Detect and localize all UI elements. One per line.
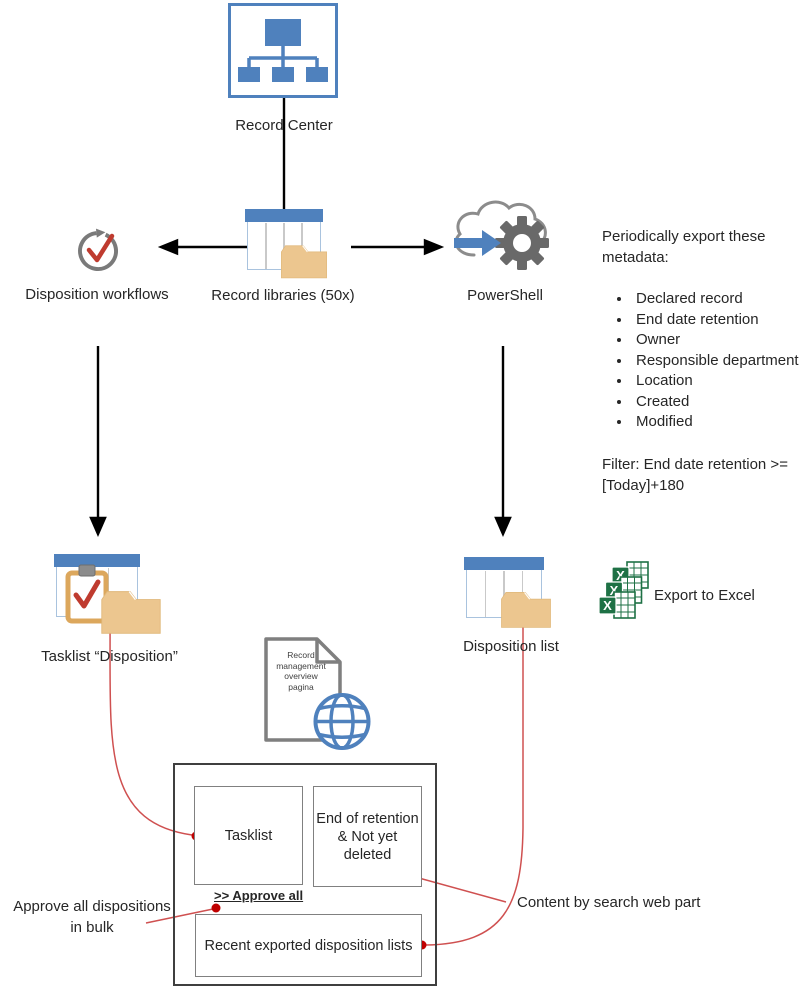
globe-icon xyxy=(313,693,371,750)
metadata-item: Responsible department xyxy=(632,351,810,372)
record-libraries-label: Record libraries (50x) xyxy=(211,287,355,304)
metadata-panel: Periodically export these metadata: Decl… xyxy=(602,226,810,496)
arrowhead-down-left-icon xyxy=(89,516,107,537)
end-of-retention-webpart-box: End of retention & Not yet deleted xyxy=(313,786,422,887)
excel-stack-icon: X X X xyxy=(599,561,649,619)
approve-bulk-annotation: Approve all dispositions in bulk xyxy=(13,898,171,936)
end-of-retention-label: End of retention & Not yet deleted xyxy=(316,810,419,863)
metadata-item: End date retention xyxy=(632,310,810,331)
black-connectors xyxy=(89,98,512,537)
metadata-filter: Filter: End date retention >= [Today]+18… xyxy=(602,455,788,494)
metadata-item: Declared record xyxy=(632,289,810,310)
svg-text:X: X xyxy=(610,583,619,598)
tasklist-webpart-box: Tasklist xyxy=(194,786,303,885)
table-header-bar xyxy=(464,557,544,571)
powershell-label: PowerShell xyxy=(467,287,543,304)
workflow-cycle-icon xyxy=(78,228,119,272)
metadata-item: Modified xyxy=(632,412,810,433)
powershell-cloud-icon xyxy=(454,200,549,270)
table-header-bar xyxy=(245,209,323,223)
disposition-list-label: Disposition list xyxy=(463,638,559,655)
record-center-node xyxy=(228,3,338,98)
folder-icon xyxy=(281,245,327,279)
blue-arrow-icon xyxy=(454,230,501,256)
overview-page-label: Record management overview pagina xyxy=(276,650,326,692)
leader-dispositionlist-to-recent xyxy=(424,608,524,946)
arrowhead-down-right-icon xyxy=(494,516,512,537)
red-check-icon xyxy=(86,233,115,263)
record-center-label: Record Center xyxy=(235,117,333,134)
folder-icon xyxy=(101,591,161,634)
gear-icon xyxy=(495,216,549,270)
tasklist-disposition-label: Tasklist “Disposition” xyxy=(41,648,178,665)
excel-icon: X X X xyxy=(599,561,649,619)
recent-exports-label: Recent exported disposition lists xyxy=(204,937,413,954)
red-check-icon xyxy=(73,579,101,609)
svg-text:X: X xyxy=(616,568,625,583)
recent-exports-webpart-box: Recent exported disposition lists xyxy=(195,914,422,977)
disposition-workflows-label: Disposition workflows xyxy=(25,286,169,303)
svg-text:X: X xyxy=(603,598,612,613)
metadata-title: Periodically export these metadata: xyxy=(602,228,766,266)
export-to-excel-label: Export to Excel xyxy=(654,587,755,604)
tasklist-webpart-label: Tasklist xyxy=(224,827,273,844)
org-chart-icon xyxy=(238,19,328,82)
metadata-item: Created xyxy=(632,392,810,413)
approve-all-link[interactable]: >> Approve all xyxy=(214,888,304,903)
arrowhead-right-icon xyxy=(423,238,445,256)
table-header-bar xyxy=(54,554,140,568)
arrowhead-left-icon xyxy=(157,238,179,256)
content-by-search-annotation: Content by search web part xyxy=(517,894,701,911)
metadata-item: Location xyxy=(632,371,810,392)
folder-icon xyxy=(501,592,551,628)
cycle-arrowhead-icon xyxy=(96,228,106,238)
metadata-list: Declared record End date retention Owner… xyxy=(602,289,810,433)
metadata-item: Owner xyxy=(632,330,810,351)
